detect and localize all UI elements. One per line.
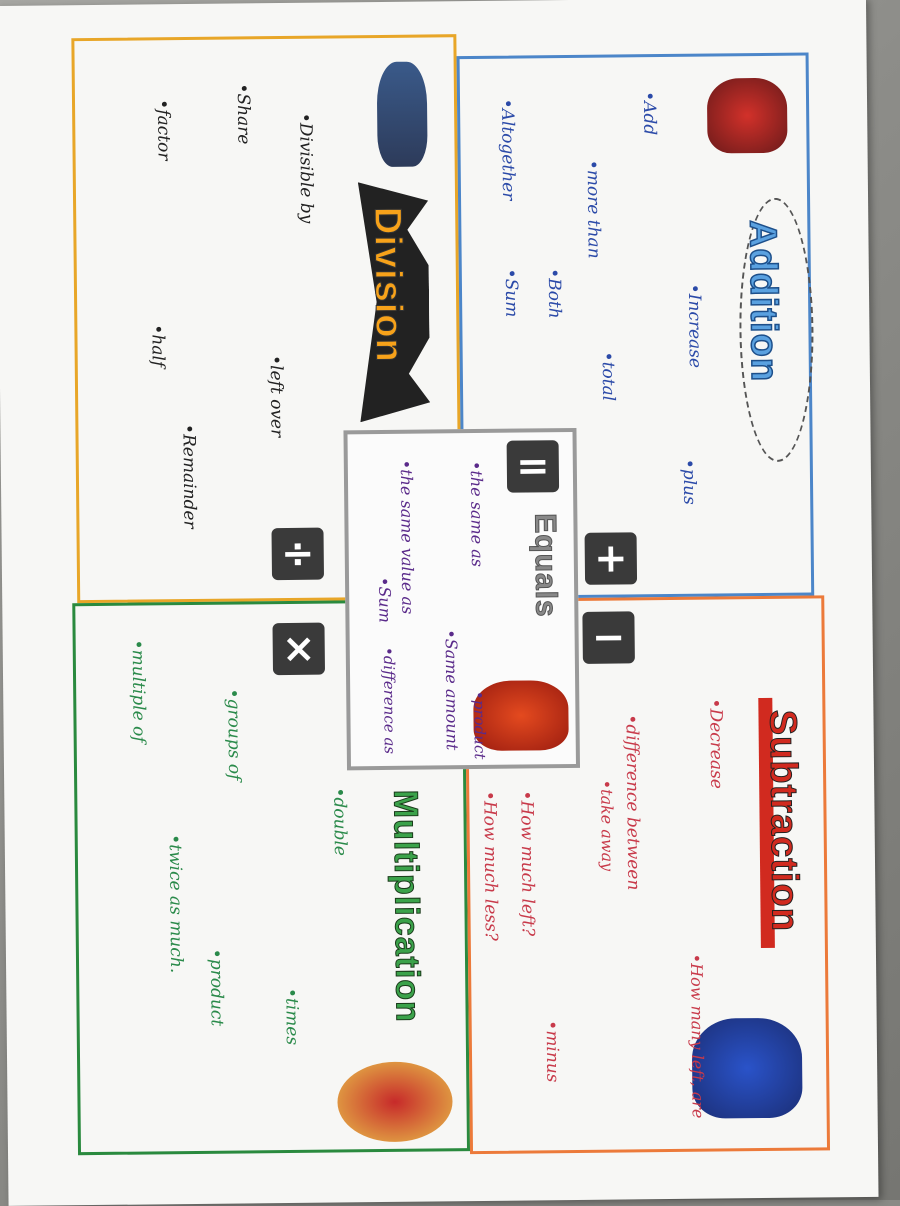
multiplication-word: •double: [329, 787, 350, 857]
equals-word: •difference as: [379, 646, 399, 755]
addition-word: •Increase: [683, 283, 705, 369]
division-title: Division: [366, 206, 411, 363]
subtraction-word: •Decrease: [705, 698, 727, 789]
divide-sign-icon: ÷: [271, 527, 325, 581]
addition-title: Addition: [741, 219, 786, 383]
multiplication-title: Multiplication: [386, 789, 427, 1024]
subtraction-title: Subtraction: [761, 709, 806, 933]
subtraction-word: •How much less?: [479, 790, 501, 942]
plus-sign-icon: +: [584, 532, 638, 585]
division-word: •Remainder: [178, 423, 200, 529]
division-word: •Divisible by: [295, 112, 317, 224]
equals-word: •the same value as: [396, 459, 418, 615]
subtraction-word: •How much left?: [516, 790, 538, 937]
equals-title: Equals: [528, 513, 563, 619]
division-word: •half: [147, 324, 168, 368]
multiplication-word: •product: [205, 948, 227, 1027]
equals-word: •the same as: [466, 460, 487, 568]
batman-hero-icon: [376, 61, 428, 168]
spiderman-hero-icon: [706, 77, 788, 154]
division-word: •Share: [232, 83, 254, 145]
subtraction-word: •difference between: [621, 714, 644, 891]
maths-vocabulary-sheet: Addition Division Subtraction Multiplica…: [0, 0, 879, 1206]
multiplication-word: •multiple of: [127, 639, 149, 743]
division-word: •factor: [152, 99, 174, 161]
multiplication-word: •groups of: [223, 688, 245, 781]
addition-word: •Sum: [500, 268, 522, 318]
minus-sign-icon: −: [582, 611, 635, 664]
equals-sign-icon: =: [506, 440, 560, 493]
multiplication-word: •twice as much.: [164, 834, 187, 974]
subtraction-word: •take away: [597, 779, 618, 872]
equals-word: •product: [470, 690, 489, 760]
subtraction-word: •minus: [541, 1020, 563, 1083]
addition-word: •Altogether: [496, 98, 519, 201]
addition-word: •total: [597, 351, 619, 402]
equals-word: •Same amount: [441, 629, 462, 751]
multiplication-word: •times: [281, 987, 302, 1046]
division-word: •left over: [265, 354, 287, 438]
addition-word: •Both: [543, 268, 565, 319]
superman-hero-icon: [691, 1017, 803, 1119]
times-sign-icon: ×: [272, 622, 326, 676]
equals-word: •Sum: [375, 576, 395, 623]
addition-word: •plus: [678, 458, 700, 505]
addition-word: •Add: [638, 91, 660, 136]
subtraction-word: •How many left, are: [686, 953, 708, 1119]
addition-word: •more than: [582, 159, 604, 259]
